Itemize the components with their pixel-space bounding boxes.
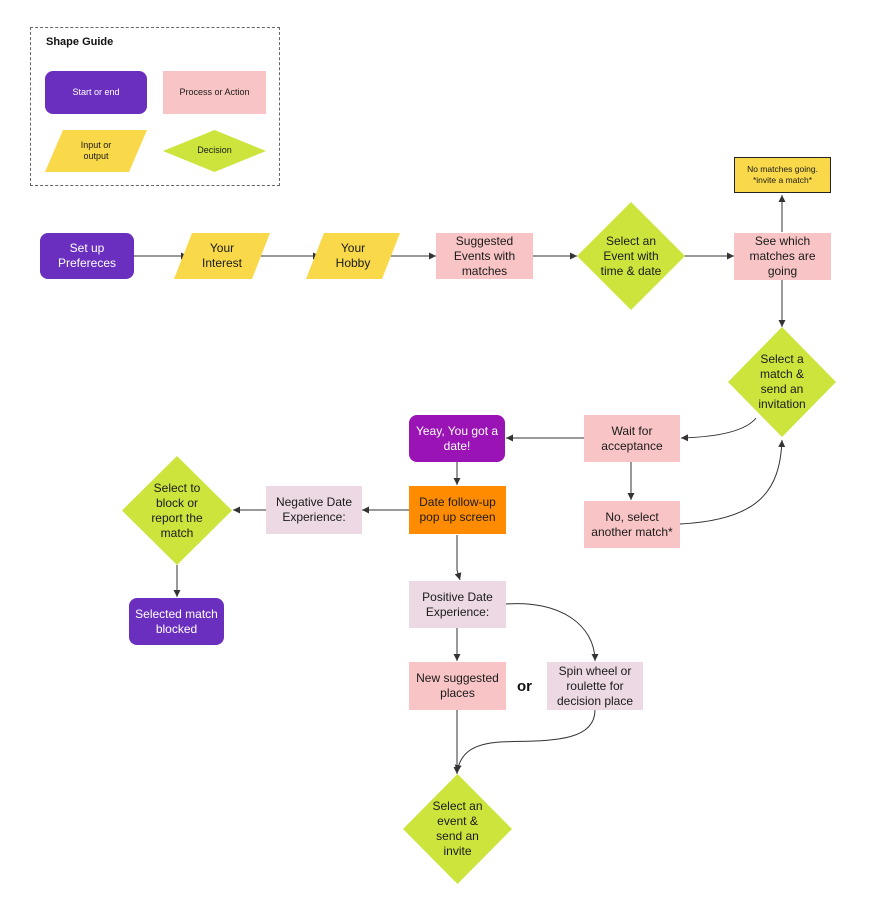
node-no-select-another: No, select another match* — [584, 501, 680, 548]
node-final-decision: Select an event & send an invite — [403, 774, 512, 884]
node-wait-acceptance-label: Wait for acceptance — [601, 423, 663, 453]
legend-decision: Decision — [163, 130, 266, 172]
node-negative-experience: Negative Date Experience: — [266, 486, 362, 534]
edge-selectmatch-wait — [680, 417, 757, 442]
legend-start-end: Start or end — [45, 71, 147, 114]
node-no-matches-label: No matches going. *invite a match* — [747, 164, 818, 185]
node-negative-experience-label: Negative Date Experience: — [275, 495, 353, 524]
diamond-shape — [403, 774, 512, 884]
node-positive-experience-label: Positive Date Experience: — [422, 589, 493, 619]
edge-noselect-selectmatch — [679, 439, 786, 525]
node-match-blocked-label: Selected match blocked — [135, 606, 218, 636]
node-wait-acceptance: Wait for acceptance — [584, 415, 680, 462]
diamond-shape — [163, 130, 266, 172]
edge-spin-final — [454, 709, 596, 773]
legend-process-label: Process or Action — [179, 86, 250, 97]
parallelogram-shape — [45, 130, 147, 172]
node-spin-wheel-label: Spin wheel or roulette for decision plac… — [556, 663, 634, 708]
node-date-followup-label: Date follow-up pop up screen — [419, 495, 496, 524]
node-see-matches: See which matches are going — [734, 233, 831, 280]
edge-positive-spin — [505, 603, 599, 662]
node-your-hobby-label: Your Hobby — [335, 241, 371, 270]
or-label: or — [517, 678, 532, 695]
diamond-shape — [577, 202, 685, 310]
node-see-matches-label: See which matches are going — [749, 234, 816, 278]
node-suggested-events-label: Suggested Events with matches — [453, 233, 516, 278]
node-match-blocked: Selected match blocked — [129, 598, 224, 645]
legend-decision-label: Decision — [197, 145, 232, 156]
node-setup-preferences-label: Set up Prefereces — [57, 241, 117, 270]
legend-input-output-label: Input or output — [80, 139, 112, 161]
node-your-hobby: Your Hobby — [306, 233, 400, 279]
node-your-interest: Your Interest — [174, 233, 270, 279]
node-setup-preferences: Set up Prefereces — [40, 233, 134, 279]
node-block-report: Select to block or report the match — [122, 456, 232, 565]
legend-input-output: Input or output — [45, 130, 147, 172]
diamond-shape — [122, 456, 232, 565]
node-positive-experience: Positive Date Experience: — [409, 581, 506, 628]
node-suggested-events: Suggested Events with matches — [436, 233, 533, 279]
node-yeay-date: Yeay, You got a date! — [409, 415, 505, 462]
node-date-followup: Date follow-up pop up screen — [409, 486, 506, 534]
node-new-places: New suggested places — [409, 662, 506, 710]
node-select-event: Select an Event with time & date — [577, 202, 685, 310]
node-select-event-label: Select an Event with time & date — [600, 233, 662, 278]
edge-followup-positive — [454, 535, 462, 581]
shape-guide — [30, 27, 280, 186]
parallelogram-shape — [174, 233, 270, 279]
legend-start-end-label: Start or end — [72, 86, 120, 97]
node-select-match-label: Select a match & send an invitation — [758, 352, 806, 411]
node-spin-wheel: Spin wheel or roulette for decision plac… — [547, 662, 643, 710]
diamond-shape — [728, 327, 836, 437]
node-yeay-date-label: Yeay, You got a date! — [415, 423, 499, 453]
node-no-select-another-label: No, select another match* — [591, 509, 673, 539]
parallelogram-shape — [306, 233, 400, 279]
node-no-matches: No matches going. *invite a match* — [734, 157, 831, 193]
node-block-report-label: Select to block or report the match — [151, 480, 203, 540]
node-new-places-label: New suggested places — [416, 671, 499, 700]
legend-process: Process or Action — [163, 71, 266, 114]
node-your-interest-label: Your Interest — [201, 241, 243, 270]
shape-guide-title: Shape Guide — [46, 36, 114, 48]
node-final-decision-label: Select an event & send an invite — [432, 799, 483, 858]
node-select-match: Select a match & send an invitation — [728, 327, 836, 437]
